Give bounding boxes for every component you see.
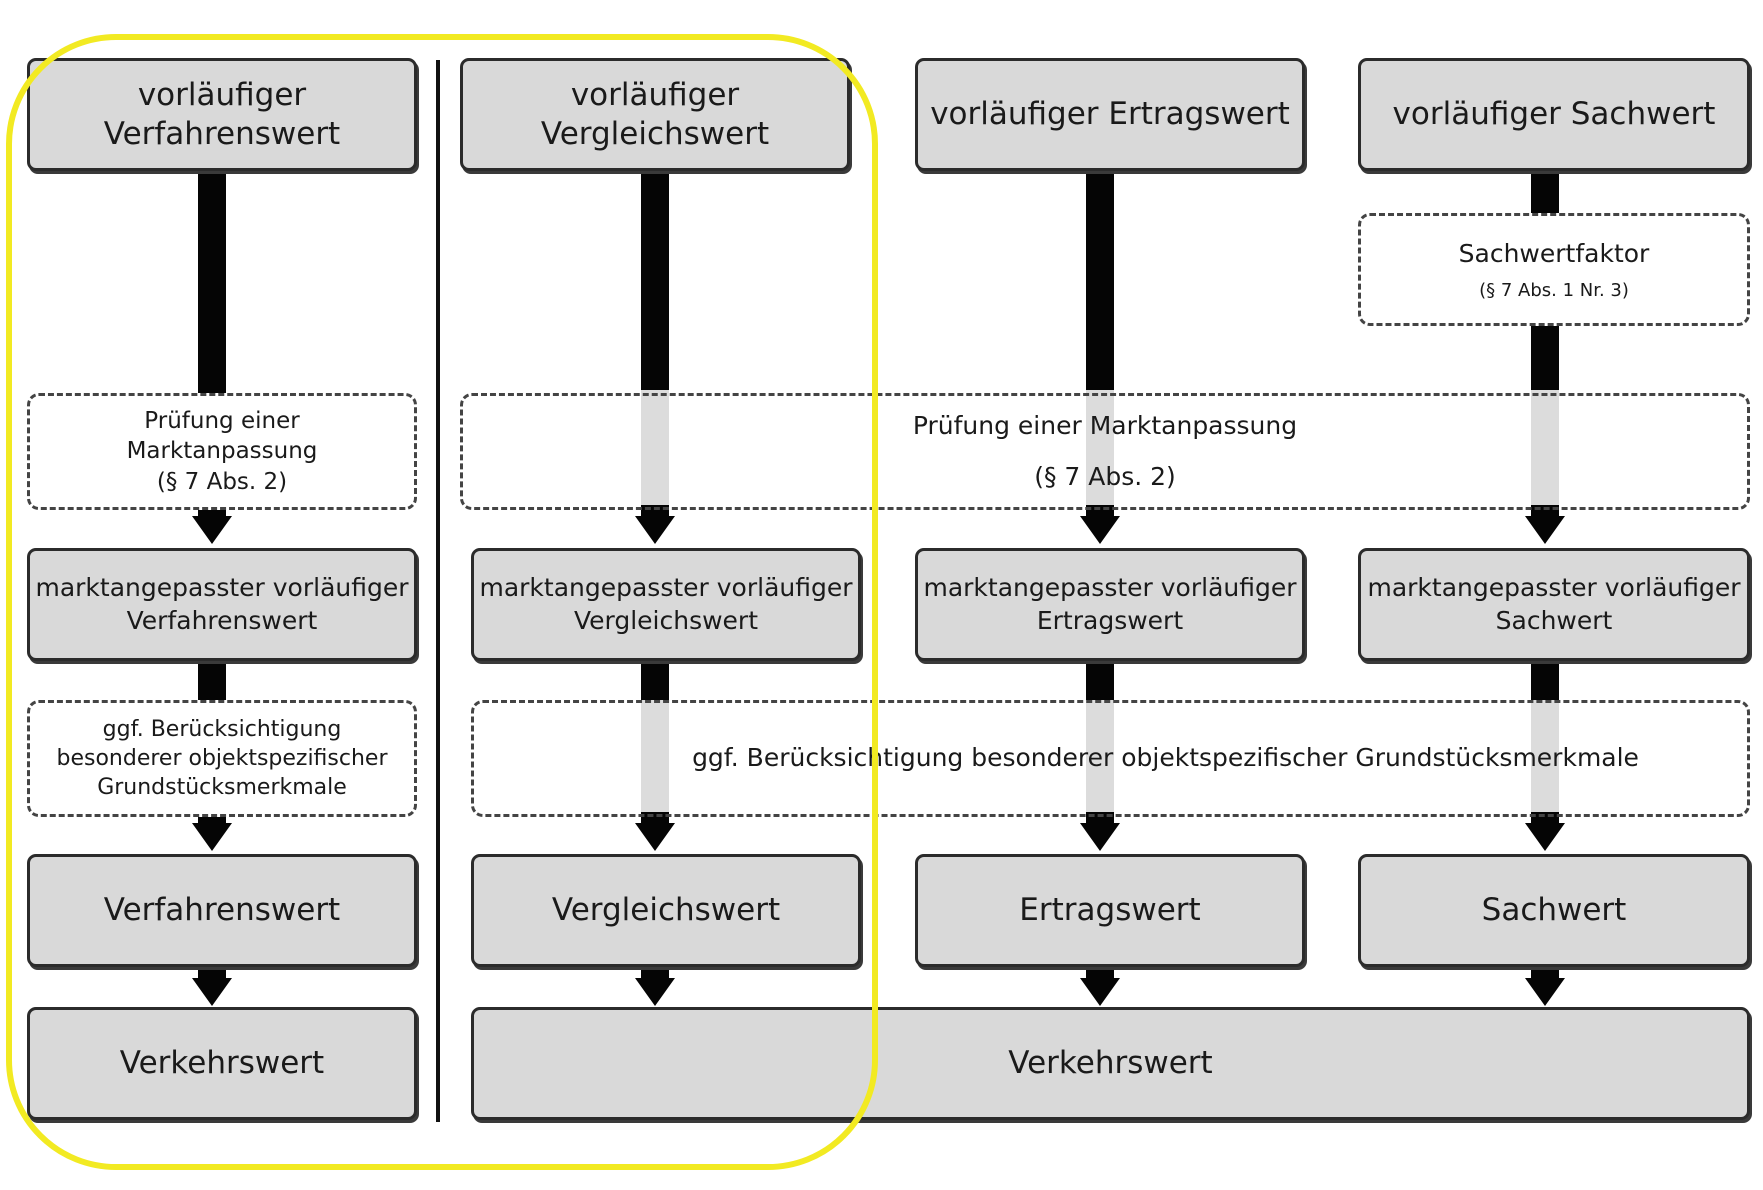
arrow-head (192, 978, 232, 1006)
arrow-shaft (641, 700, 669, 818)
box-line: Grundstücksmerkmale (97, 775, 347, 801)
box-label: Ertragswert (1019, 892, 1201, 929)
box-label: Vergleichswert (551, 892, 781, 929)
arrow-shaft (1531, 661, 1559, 700)
pruefung-marktanpassung-box-shared: Prüfung einer Marktanpassung (§ 7 Abs. 2… (460, 393, 1750, 510)
arrow-head (1525, 516, 1565, 544)
vorlaeufiger-ertragswert-box: vorläufiger Ertragswert (915, 58, 1305, 171)
box-line: Vergleichswert (573, 605, 759, 635)
marktangepasster-vergleichswert-box: marktangepasster vorläufiger Vergleichsw… (471, 548, 861, 661)
arrow-shaft (1086, 967, 1114, 980)
ertragswert-box: Ertragswert (915, 854, 1305, 967)
verfahrenswert-box: Verfahrenswert (27, 854, 417, 967)
box-line: marktangepasster vorläufiger (1367, 573, 1741, 602)
arrow-shaft (198, 967, 226, 980)
pruefung-marktanpassung-box-verfahren: Prüfung einer Marktanpassung (§ 7 Abs. 2… (27, 393, 417, 510)
vorlaeufiger-vergleichswert-box: vorläufiger Vergleichswert (460, 58, 850, 171)
arrow-shaft (1531, 505, 1559, 516)
vorlaeufiger-verfahrenswert-box: vorläufiger Verfahrenswert (27, 58, 417, 171)
arrow-shaft (641, 390, 669, 512)
arrow-shaft (198, 171, 226, 390)
box-label: Verkehrswert (1008, 1045, 1213, 1082)
box-line: Marktanpassung (126, 438, 318, 465)
box-line: Sachwert (1495, 605, 1613, 635)
arrow-shaft (198, 812, 226, 823)
vergleichswert-box: Vergleichswert (471, 854, 861, 967)
box-line: marktangepasster vorläufiger (923, 573, 1297, 602)
box-line: vorläufiger (570, 76, 740, 113)
besondere-merkmale-box-verfahren: ggf. Berücksichtigung besonderer objekts… (27, 700, 417, 817)
arrow-head (1080, 978, 1120, 1006)
box-line: Prüfung einer (144, 407, 300, 434)
box-line: (§ 7 Abs. 2) (1034, 461, 1176, 491)
box-label: vorläufiger Ertragswert (930, 96, 1290, 133)
sachwert-box: Sachwert (1358, 854, 1750, 967)
box-label: Sachwert (1481, 892, 1627, 929)
box-line: Sachwertfaktor (1458, 238, 1650, 268)
besondere-merkmale-box-shared: ggf. Berücksichtigung besonderer objekts… (471, 700, 1750, 817)
box-line: Ertragswert (1036, 605, 1184, 635)
arrow-shaft (1086, 505, 1114, 516)
arrow-shaft (641, 812, 669, 823)
box-line: Verfahrenswert (126, 605, 318, 635)
arrow-head (1525, 978, 1565, 1006)
verkehrswert-box-verfahren: Verkehrswert (27, 1007, 417, 1120)
arrow-shaft (1531, 812, 1559, 823)
arrow-shaft (1086, 812, 1114, 823)
box-line: (§ 7 Abs. 2) (156, 468, 288, 495)
arrow-shaft (1531, 700, 1559, 818)
arrow-head (1080, 823, 1120, 851)
arrow-head (192, 516, 232, 544)
box-line: (§ 7 Abs. 1 Nr. 3) (1479, 280, 1629, 302)
box-line: Prüfung einer Marktanpassung (912, 411, 1298, 440)
box-line: marktangepasster vorläufiger (35, 573, 409, 602)
box-label: vorläufiger Sachwert (1392, 96, 1716, 133)
arrow-shaft (1086, 661, 1114, 700)
arrow-shaft (641, 171, 669, 390)
arrow-shaft (1086, 390, 1114, 512)
box-line: ggf. Berücksichtigung besonderer objekts… (692, 743, 1639, 773)
verkehrswert-box-shared: Verkehrswert (471, 1007, 1750, 1120)
box-line: ggf. Berücksichtigung (102, 716, 342, 742)
arrow-shaft (1531, 967, 1559, 980)
arrow-shaft (198, 505, 226, 516)
arrow-shaft (198, 661, 226, 700)
box-label: Verfahrenswert (103, 892, 341, 929)
arrow-shaft (641, 967, 669, 980)
box-line: besonderer objektspezifischer (56, 745, 388, 771)
box-label: Verkehrswert (119, 1045, 325, 1082)
arrow-head (1525, 823, 1565, 851)
vorlaeufiger-sachwert-box: vorläufiger Sachwert (1358, 58, 1750, 171)
arrow-head (192, 823, 232, 851)
marktangepasster-sachwert-box: marktangepasster vorläufiger Sachwert (1358, 548, 1750, 661)
arrow-shaft (1531, 390, 1559, 512)
box-line: Verfahrenswert (103, 115, 341, 152)
marktangepasster-verfahrenswert-box: marktangepasster vorläufiger Verfahrensw… (27, 548, 417, 661)
arrow-shaft (641, 505, 669, 516)
box-line: vorläufiger (137, 76, 307, 113)
arrow-shaft (1086, 700, 1114, 818)
box-line: Vergleichswert (540, 115, 770, 152)
sachwertfaktor-box: Sachwertfaktor (§ 7 Abs. 1 Nr. 3) (1358, 213, 1750, 326)
arrow-head (635, 516, 675, 544)
arrow-head (1080, 516, 1120, 544)
column-divider (436, 60, 440, 1122)
arrow-shaft (1086, 171, 1114, 390)
arrow-shaft (641, 661, 669, 700)
marktangepasster-ertragswert-box: marktangepasster vorläufiger Ertragswert (915, 548, 1305, 661)
box-line: marktangepasster vorläufiger (479, 573, 853, 602)
arrow-head (635, 823, 675, 851)
arrow-head (635, 978, 675, 1006)
